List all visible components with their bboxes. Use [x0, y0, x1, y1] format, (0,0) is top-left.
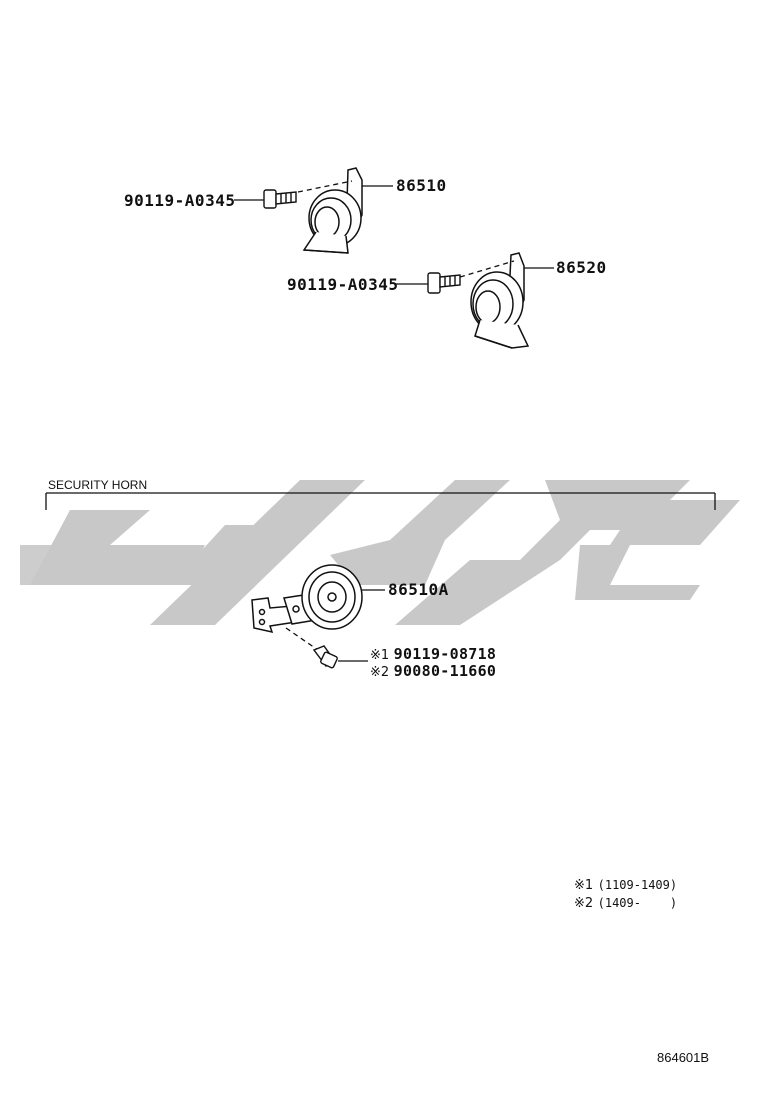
bolt-security	[312, 645, 338, 669]
part-number-security-bolt-1[interactable]: 90119-08718	[393, 645, 497, 663]
security-horn-86510A	[251, 564, 363, 634]
note-2-text: (1409- )	[597, 896, 678, 910]
part-number-security-bolt-2[interactable]: 90080-11660	[393, 662, 497, 680]
security-bolt-1-row: ※1 90119-08718	[370, 645, 496, 664]
note-1-marker: ※1	[574, 878, 594, 893]
section-title: SECURITY HORN	[48, 478, 148, 492]
note-2-marker: ※2	[574, 896, 594, 911]
diagram-code: 864601B	[657, 1050, 710, 1065]
security-bolt-2-row: ※2 90080-11660	[370, 662, 496, 681]
bolt-high-leader-dash	[459, 260, 515, 278]
security-bolt-leader-dash	[285, 627, 319, 651]
note-1: ※1 (1109-1409)	[574, 876, 677, 894]
horn-86510	[302, 167, 363, 254]
part-number-horn-86510[interactable]: 86510	[396, 176, 447, 195]
security-horn-bracket	[45, 492, 716, 510]
note-1-text: (1109-1409)	[597, 878, 678, 892]
part-number-horn-86520[interactable]: 86520	[556, 258, 607, 277]
bolt-90119-A0345-lower	[427, 272, 461, 294]
marker-1: ※1	[370, 648, 390, 663]
bolt-low-leader-dash	[297, 180, 353, 193]
watermark-logo	[20, 480, 740, 625]
horn-86520	[470, 252, 530, 349]
bolt-90119-A0345-upper	[263, 189, 297, 209]
marker-2: ※2	[370, 665, 390, 680]
part-number-bolt-lower[interactable]: 90119-A0345	[287, 275, 399, 294]
part-number-bolt-upper[interactable]: 90119-A0345	[124, 191, 236, 210]
note-2: ※2 (1409- )	[574, 894, 677, 912]
part-number-security-horn[interactable]: 86510A	[388, 580, 449, 599]
